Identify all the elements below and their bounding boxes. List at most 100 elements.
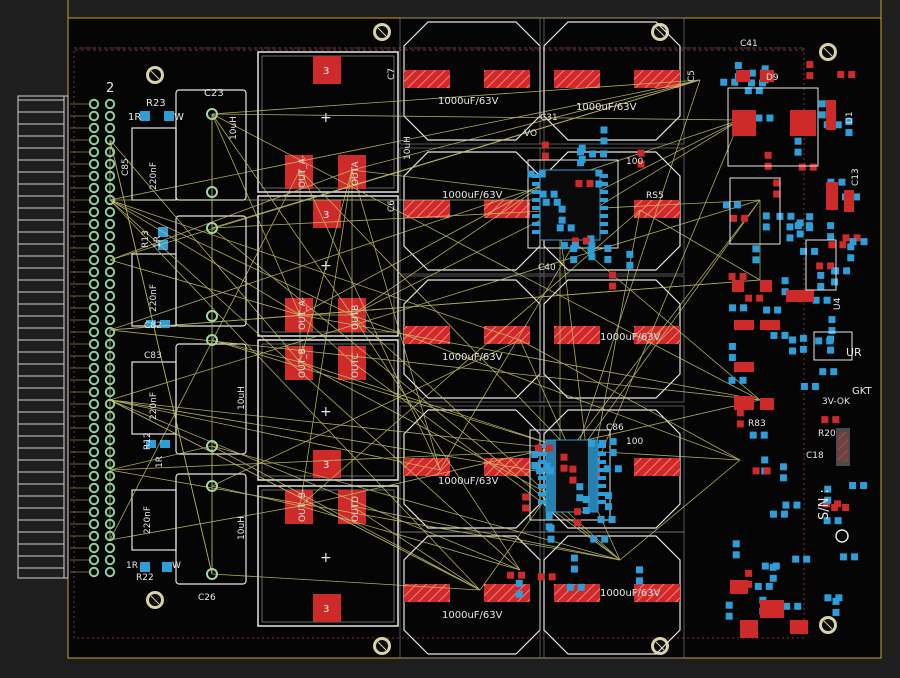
smd-pad [832,416,840,424]
smd-pad [595,169,603,177]
smd-pad [755,87,763,95]
smd-pad [745,294,753,302]
ratsnest-line [351,314,621,561]
smd-pad [839,241,847,249]
svg-text:C85: C85 [121,158,131,176]
svg-text:OUTB: OUTB [351,305,361,330]
smd-pad [832,608,840,616]
smd-pad [748,69,756,77]
smd-pad [614,465,622,473]
ratsnest-line [109,199,481,591]
ic-pin [532,206,540,210]
header-pin [88,242,100,254]
smd-pad [831,503,839,511]
smd-pad [824,496,832,504]
header-pin [88,506,100,518]
drill-mark [150,70,160,80]
ratsnest-line [351,79,701,171]
ecap-outline [403,535,541,655]
drill-mark [377,641,387,651]
smd-pad [597,515,605,523]
svg-text:C26: C26 [198,593,216,603]
ratsnest-line [589,119,741,481]
smd-pad [800,382,808,390]
ic-pin [600,206,608,210]
smd-pad [637,149,645,157]
ratsnest-line [299,361,561,501]
header-pin [88,266,100,278]
svg-text:S/N :: S/N : [817,489,832,520]
ecap-outline [543,409,681,529]
right-control-section[interactable] [727,87,853,543]
ecap-outline [543,535,681,655]
smd-pad [789,347,797,355]
ratsnest-line [479,199,761,591]
header-pin [88,434,100,446]
smd-pad [734,62,742,70]
svg-text:1000uF/63V: 1000uF/63V [438,96,499,107]
smd-pad [588,253,596,261]
svg-text:C18: C18 [806,451,824,461]
smd-pad [793,501,801,509]
ecap-pad [554,584,600,602]
header-pin [88,338,100,350]
svg-text:1R: 1R [126,561,138,571]
header-pin [88,362,100,374]
ratsnest-line [559,229,591,481]
smd-pad [834,517,842,525]
smd-pad [845,118,853,126]
edge-connector[interactable] [17,95,69,579]
smd-pad [834,121,842,129]
smd-pad [818,111,826,119]
svg-text:R22: R22 [136,573,154,583]
ratsnest-line [109,199,761,401]
power-smd [844,190,854,212]
smd-pad [604,244,612,252]
ecap-pad [404,200,450,218]
svg-text:1000uF/63V: 1000uF/63V [442,190,503,201]
smd-pad [817,282,825,290]
smd-pad [818,100,826,108]
smd-pad [536,467,544,475]
smd-pad [760,431,768,439]
smd-pad [608,515,616,523]
header-pin [88,386,100,398]
ratsnest-line [109,399,571,451]
svg-text:OUTD: OUTD [351,496,361,522]
ecap-pad [634,584,680,602]
ratsnest-line [299,169,353,363]
smd-pad [848,71,856,79]
header-pin [88,134,100,146]
drill-mark [823,47,833,57]
ic-pin [532,222,540,226]
smd-pad [558,216,566,224]
header-pin [104,278,116,290]
smd-pad [732,540,740,548]
smd-pad [608,271,616,279]
smd-pad [799,334,807,342]
smd-pad [786,234,794,242]
smd-pad [577,583,585,591]
smd-pad [732,551,740,559]
smd-pad [547,535,555,543]
ratsnest-line [299,179,551,316]
smd-pad [575,180,583,188]
smd-pad [545,444,553,452]
ecap-outline [543,21,681,141]
smd-pad [532,462,540,470]
smd-pad [755,114,763,122]
smd-components[interactable] [507,61,868,638]
smd-pad [527,170,535,178]
header-pin [88,194,100,206]
smd-pad [547,467,555,475]
smd-pad [769,510,777,518]
ratsnest-line [109,399,521,571]
inductor-footprints[interactable]: + + + + [257,51,399,627]
svg-text:RS5: RS5 [646,191,664,201]
header-pin [88,146,100,158]
smd-pad [541,141,549,149]
header-pin [88,326,100,338]
svg-text:GKT: GKT [852,386,873,397]
